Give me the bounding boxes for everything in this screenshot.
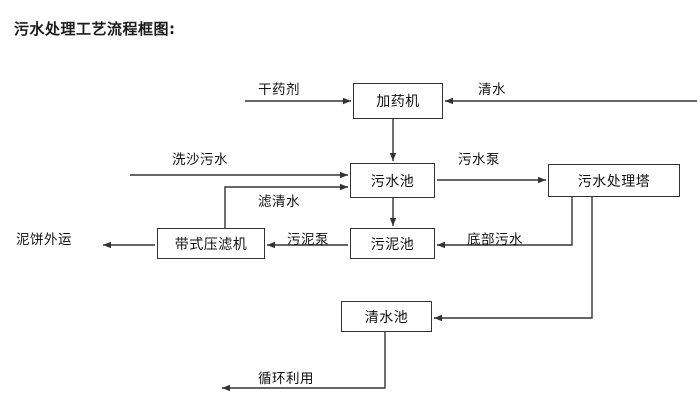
edge-filtrate-to-sewage: [224, 183, 348, 228]
edge-label-dry-agent: 干药剂: [258, 82, 300, 98]
edge-label-sand-washing-wastewater: 洗沙污水: [172, 152, 228, 168]
edge-label-mud-cake-transport: 泥饼外运: [16, 232, 72, 248]
node-label: 加药机: [376, 94, 420, 110]
edge-clearpool-to-recycle: [222, 332, 386, 392]
node-label: 带式压滤机: [174, 236, 248, 253]
node-label: 污泥池: [370, 236, 415, 253]
page-title: 污水处理工艺流程框图:: [14, 20, 176, 38]
edge-tower-to-clearpool: [434, 197, 593, 322]
edge-label-recycling: 循环利用: [258, 371, 314, 387]
node-label: 污水处理塔: [577, 173, 651, 190]
node-label: 污水池: [370, 173, 415, 190]
edge-label-filtered-water: 滤清水: [258, 194, 300, 210]
node-label: 清水池: [364, 309, 409, 326]
edge-label-sludge-pump: 污泥泵: [287, 232, 329, 248]
edge-label-bottom-sewage: 底部污水: [467, 232, 523, 248]
node-clear-water-pool[interactable]: 清水池: [341, 301, 432, 332]
node-sludge-pool[interactable]: 污泥池: [350, 228, 435, 259]
edge-label-clean-water: 清水: [478, 82, 506, 98]
node-sewage-pool[interactable]: 污水池: [350, 163, 435, 198]
edge-bottomsewage-to-sludge: [437, 197, 573, 249]
node-dosing-machine[interactable]: 加药机: [353, 83, 443, 119]
node-belt-filter-press[interactable]: 带式压滤机: [157, 228, 265, 259]
node-sewage-treatment-tower[interactable]: 污水处理塔: [548, 164, 680, 197]
edge-label-sewage-pump: 污水泵: [458, 152, 500, 168]
